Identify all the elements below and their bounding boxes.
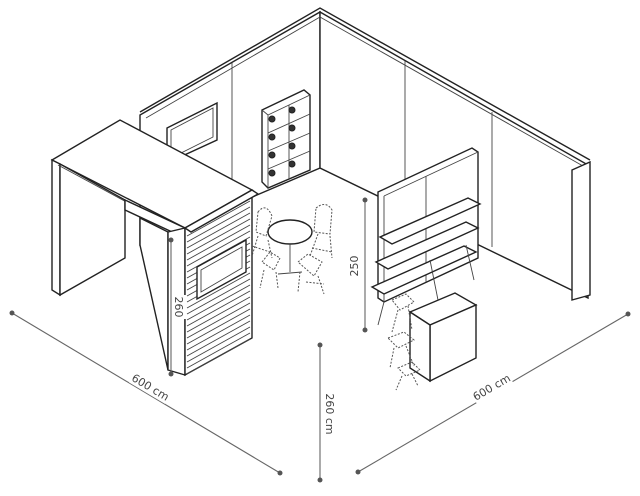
label-front-height: 260 cm [323, 393, 336, 434]
slat [186, 308, 251, 345]
front-left-wall [50, 119, 254, 371]
slat [186, 224, 251, 261]
shelf-wall [370, 147, 482, 326]
slat [186, 284, 251, 321]
slat [186, 290, 251, 327]
slat [186, 332, 251, 369]
slat [186, 296, 251, 333]
wall-top-rail-inner [145, 16, 584, 167]
slat [186, 206, 251, 243]
slat [186, 302, 251, 339]
slat [186, 314, 251, 351]
slat [186, 212, 251, 249]
slat [186, 278, 251, 315]
slat [186, 326, 251, 363]
slat [186, 218, 251, 255]
label-right-width-group: 600 cm [469, 369, 514, 404]
dimension-front-height [317, 342, 323, 483]
bar-stools [387, 293, 421, 391]
label-right-width: 600 cm [471, 372, 513, 404]
round-table [267, 219, 313, 275]
back-right-wall [319, 10, 589, 300]
label-shelf-height: 250 [348, 256, 361, 277]
slat [186, 200, 251, 237]
label-storage-height: 260 [172, 297, 185, 318]
dimension-shelf-height [362, 197, 368, 333]
chairs [251, 204, 333, 295]
dimension-left-width [9, 310, 283, 476]
reception-counter [408, 292, 478, 383]
slat [186, 338, 251, 375]
dimension-storage-height [168, 237, 174, 377]
slatted-storage-tower [167, 189, 260, 377]
slat [186, 272, 251, 309]
label-storage-height-group: 260 [172, 295, 186, 319]
label-front-height-group: 260 cm [322, 393, 337, 435]
cube-shelf-unit [261, 89, 311, 189]
label-shelf-height-group: 250 [347, 254, 361, 278]
right-end-wall [571, 160, 591, 301]
slat [186, 230, 251, 267]
wall-top-rail [139, 7, 591, 161]
slat [186, 320, 251, 357]
